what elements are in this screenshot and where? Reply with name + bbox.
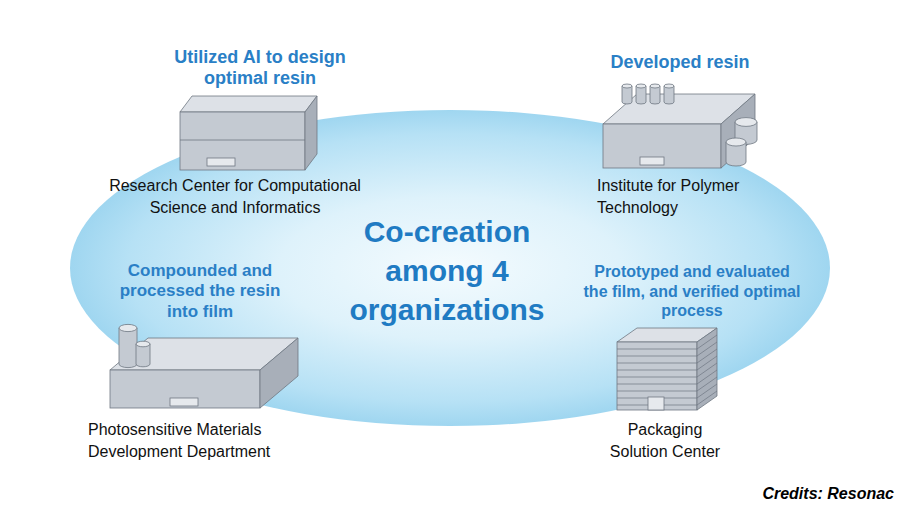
tank-body <box>636 86 646 104</box>
floor-line <box>617 384 697 385</box>
tank-body <box>664 86 674 104</box>
floor-line <box>617 356 697 357</box>
building-block <box>617 328 717 410</box>
building-door <box>207 158 235 166</box>
floor-line <box>697 377 717 391</box>
tank-cylinder <box>136 341 150 367</box>
tank-top <box>735 118 757 127</box>
floor-line <box>697 370 717 384</box>
floor-line <box>617 349 697 350</box>
organization-name: Packaging Solution Center <box>602 419 728 463</box>
tank-cylinder <box>636 84 646 104</box>
tank-cylinder <box>622 84 632 104</box>
tank-cylinder <box>726 138 746 166</box>
tank-top <box>622 84 632 88</box>
role-heading: Utilized AI to design optimal resin <box>150 47 370 90</box>
role-heading: Developed resin <box>580 52 780 74</box>
floor-line <box>697 356 717 370</box>
building-front <box>110 370 260 408</box>
organization-node: Compounded and processed the resin into … <box>80 240 330 470</box>
building-block <box>180 96 317 170</box>
tank-top <box>726 138 746 146</box>
organization-node: Utilized AI to design optimal resinResea… <box>80 30 400 230</box>
building-front <box>180 112 305 170</box>
floor-line <box>697 363 717 377</box>
role-heading: Compounded and processed the resin into … <box>108 261 293 322</box>
tank-cylinder <box>664 84 674 104</box>
building-front <box>617 342 697 410</box>
tank-top <box>650 84 660 88</box>
organization-name: Photosensitive Materials Development Dep… <box>88 419 318 463</box>
floor-line <box>697 349 717 363</box>
organization-node: Developed resinInstitute for Polymer Tec… <box>590 40 800 230</box>
tank-top <box>119 324 137 331</box>
tank-cylinder <box>650 84 660 104</box>
floor-line <box>617 391 697 392</box>
floor-line <box>697 391 717 405</box>
tank-top <box>636 84 646 88</box>
floor-line <box>617 370 697 371</box>
center-title: Co-creation among 4 organizations <box>312 212 582 329</box>
role-heading: Prototyped and evaluated the film, and v… <box>582 262 802 320</box>
tank-top <box>136 341 150 347</box>
building-side <box>260 338 298 408</box>
credit-note: Credits: Resonac <box>762 485 894 503</box>
organization-name: Institute for Polymer Technology <box>597 175 777 219</box>
floor-line <box>180 140 305 141</box>
floor-line <box>617 377 697 378</box>
building-side <box>697 328 717 410</box>
floor-line <box>697 335 717 349</box>
building-illustrations <box>110 84 757 410</box>
building-roof <box>180 96 317 112</box>
building-door <box>640 157 664 165</box>
building-block <box>110 338 298 408</box>
tank-cylinder <box>119 324 137 367</box>
co-creation-ellipse <box>70 110 830 426</box>
tank-body <box>650 86 660 104</box>
building-front <box>603 124 721 168</box>
tank-body <box>119 328 137 368</box>
building-block <box>603 94 755 168</box>
floor-line <box>697 342 717 356</box>
organization-node: Prototyped and evaluated the film, and v… <box>575 240 820 470</box>
building-side <box>305 96 317 170</box>
floor-line <box>617 363 697 364</box>
tank-body <box>622 86 632 104</box>
building-door <box>170 398 198 406</box>
organization-name: Research Center for Computational Scienc… <box>85 175 385 219</box>
tank-top <box>664 84 674 88</box>
tank-body <box>136 344 150 367</box>
building-door <box>648 397 664 410</box>
floor-line <box>697 384 717 398</box>
